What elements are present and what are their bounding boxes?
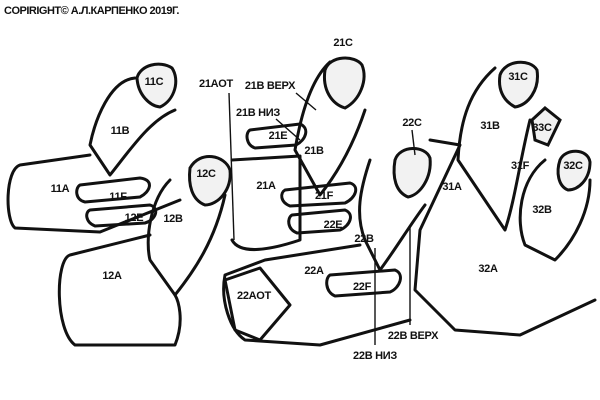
label-21b: 21B: [304, 145, 324, 157]
label-32a: 32A: [478, 263, 498, 275]
seat-11-cushion: [6, 153, 182, 234]
label-31f: 31F: [510, 160, 530, 172]
label-22b-verh: 22B ВЕРХ: [387, 330, 439, 342]
label-11c: 11C: [144, 76, 164, 88]
seat-31-headrest: [498, 60, 539, 109]
seat-21-back: [293, 60, 367, 197]
label-22f: 22F: [352, 281, 372, 293]
seat-11-headrest: [135, 62, 178, 109]
seat-21-headrest: [322, 56, 366, 110]
label-21c: 21C: [333, 37, 353, 49]
copyright-text: COPIRIGHT© А.Л.КАРПЕНКО 2019Г.: [4, 5, 179, 17]
seat-12-headrest: [188, 155, 232, 207]
seat-31-back: [456, 66, 532, 232]
seat-21-base: [230, 154, 302, 251]
label-21e: 21E: [268, 130, 288, 142]
label-21f: 21F: [314, 190, 334, 202]
leader-22c: [411, 129, 416, 156]
label-32c: 32C: [563, 160, 583, 172]
label-11f: 11F: [109, 191, 127, 203]
seat-22e-armrest: [287, 208, 352, 235]
leader-21b-niz: [275, 118, 301, 141]
seat-12-cushion: [57, 233, 182, 347]
label-22b-niz: 22B НИЗ: [353, 350, 397, 362]
label-21aot: 21AOT: [199, 78, 233, 90]
label-12b: 12B: [163, 213, 183, 225]
seat-22f-armrest: [325, 268, 402, 298]
label-31b: 31B: [480, 120, 500, 132]
label-22a: 22A: [304, 265, 324, 277]
seat-22aot-block: [223, 266, 292, 342]
label-12a: 12A: [102, 270, 122, 282]
label-22aot: 22AOT: [237, 290, 271, 302]
label-21b-verh: 21B ВЕРХ: [244, 80, 296, 92]
seat-21e-armrest: [245, 122, 308, 150]
label-21b-niz: 21B НИЗ: [236, 107, 280, 119]
leader-21b-verh: [295, 92, 317, 111]
label-11a: 11A: [50, 183, 70, 195]
seat-32-back: [518, 158, 592, 262]
label-31c: 31C: [508, 71, 528, 83]
label-11b: 11B: [110, 125, 130, 137]
label-22c: 22C: [402, 117, 422, 129]
label-21a: 21A: [256, 180, 276, 192]
seat-11-armrest: [75, 176, 151, 204]
seat-22-cushion: [222, 243, 412, 347]
label-32b: 32B: [532, 204, 552, 216]
label-22e: 22E: [323, 219, 343, 231]
seat-22-headrest: [392, 147, 432, 199]
seat-21f-armrest: [280, 181, 358, 208]
seat-32-headrest: [556, 149, 592, 192]
seat-31-cushion: [413, 138, 597, 337]
leader-21aot: [228, 92, 235, 241]
label-33c: 33C: [532, 122, 552, 134]
seat-11-back: [88, 76, 177, 177]
label-31a: 31A: [442, 181, 462, 193]
label-12c: 12C: [196, 168, 216, 180]
label-12e: 12E: [124, 212, 144, 224]
seat-33-headrest: [530, 106, 562, 147]
label-22b: 22B: [354, 233, 374, 245]
